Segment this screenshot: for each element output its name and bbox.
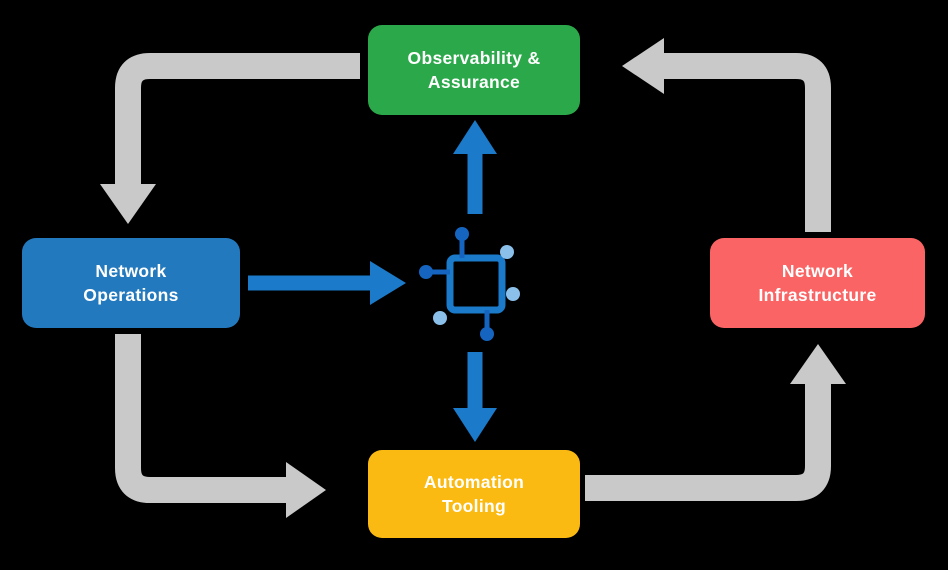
node-network-operations: Network Operations [22,238,240,328]
flow-arrow-operations-to-center [248,261,406,305]
node-label-line: Network [95,260,167,281]
node-label-line: Network [781,260,854,281]
cycle-arrow-observability-to-operations [100,53,360,224]
cycle-arrow-automation-to-infrastructure [585,344,846,501]
network-node-icon [419,227,520,341]
node-label-line: Tooling [442,496,506,516]
cycle-arrow-infrastructure-to-observability [622,38,831,232]
node-label-line: Assurance [427,72,521,92]
node-network-infrastructure: Network Infrastructure [710,238,925,328]
node-label-line: Observability & [407,47,541,68]
flow-arrow-center-to-automation [453,352,497,442]
node-observability-assurance: Observability & Assurance [368,25,580,115]
node-automation-tooling: Automation Tooling [368,450,580,538]
flow-arrow-center-to-observability [453,120,497,214]
cycle-arrow-operations-to-automation [115,334,326,518]
node-label-line: Infrastructure [758,285,877,305]
node-label-line: Operations [83,285,179,305]
node-label-line: Automation [423,471,525,492]
